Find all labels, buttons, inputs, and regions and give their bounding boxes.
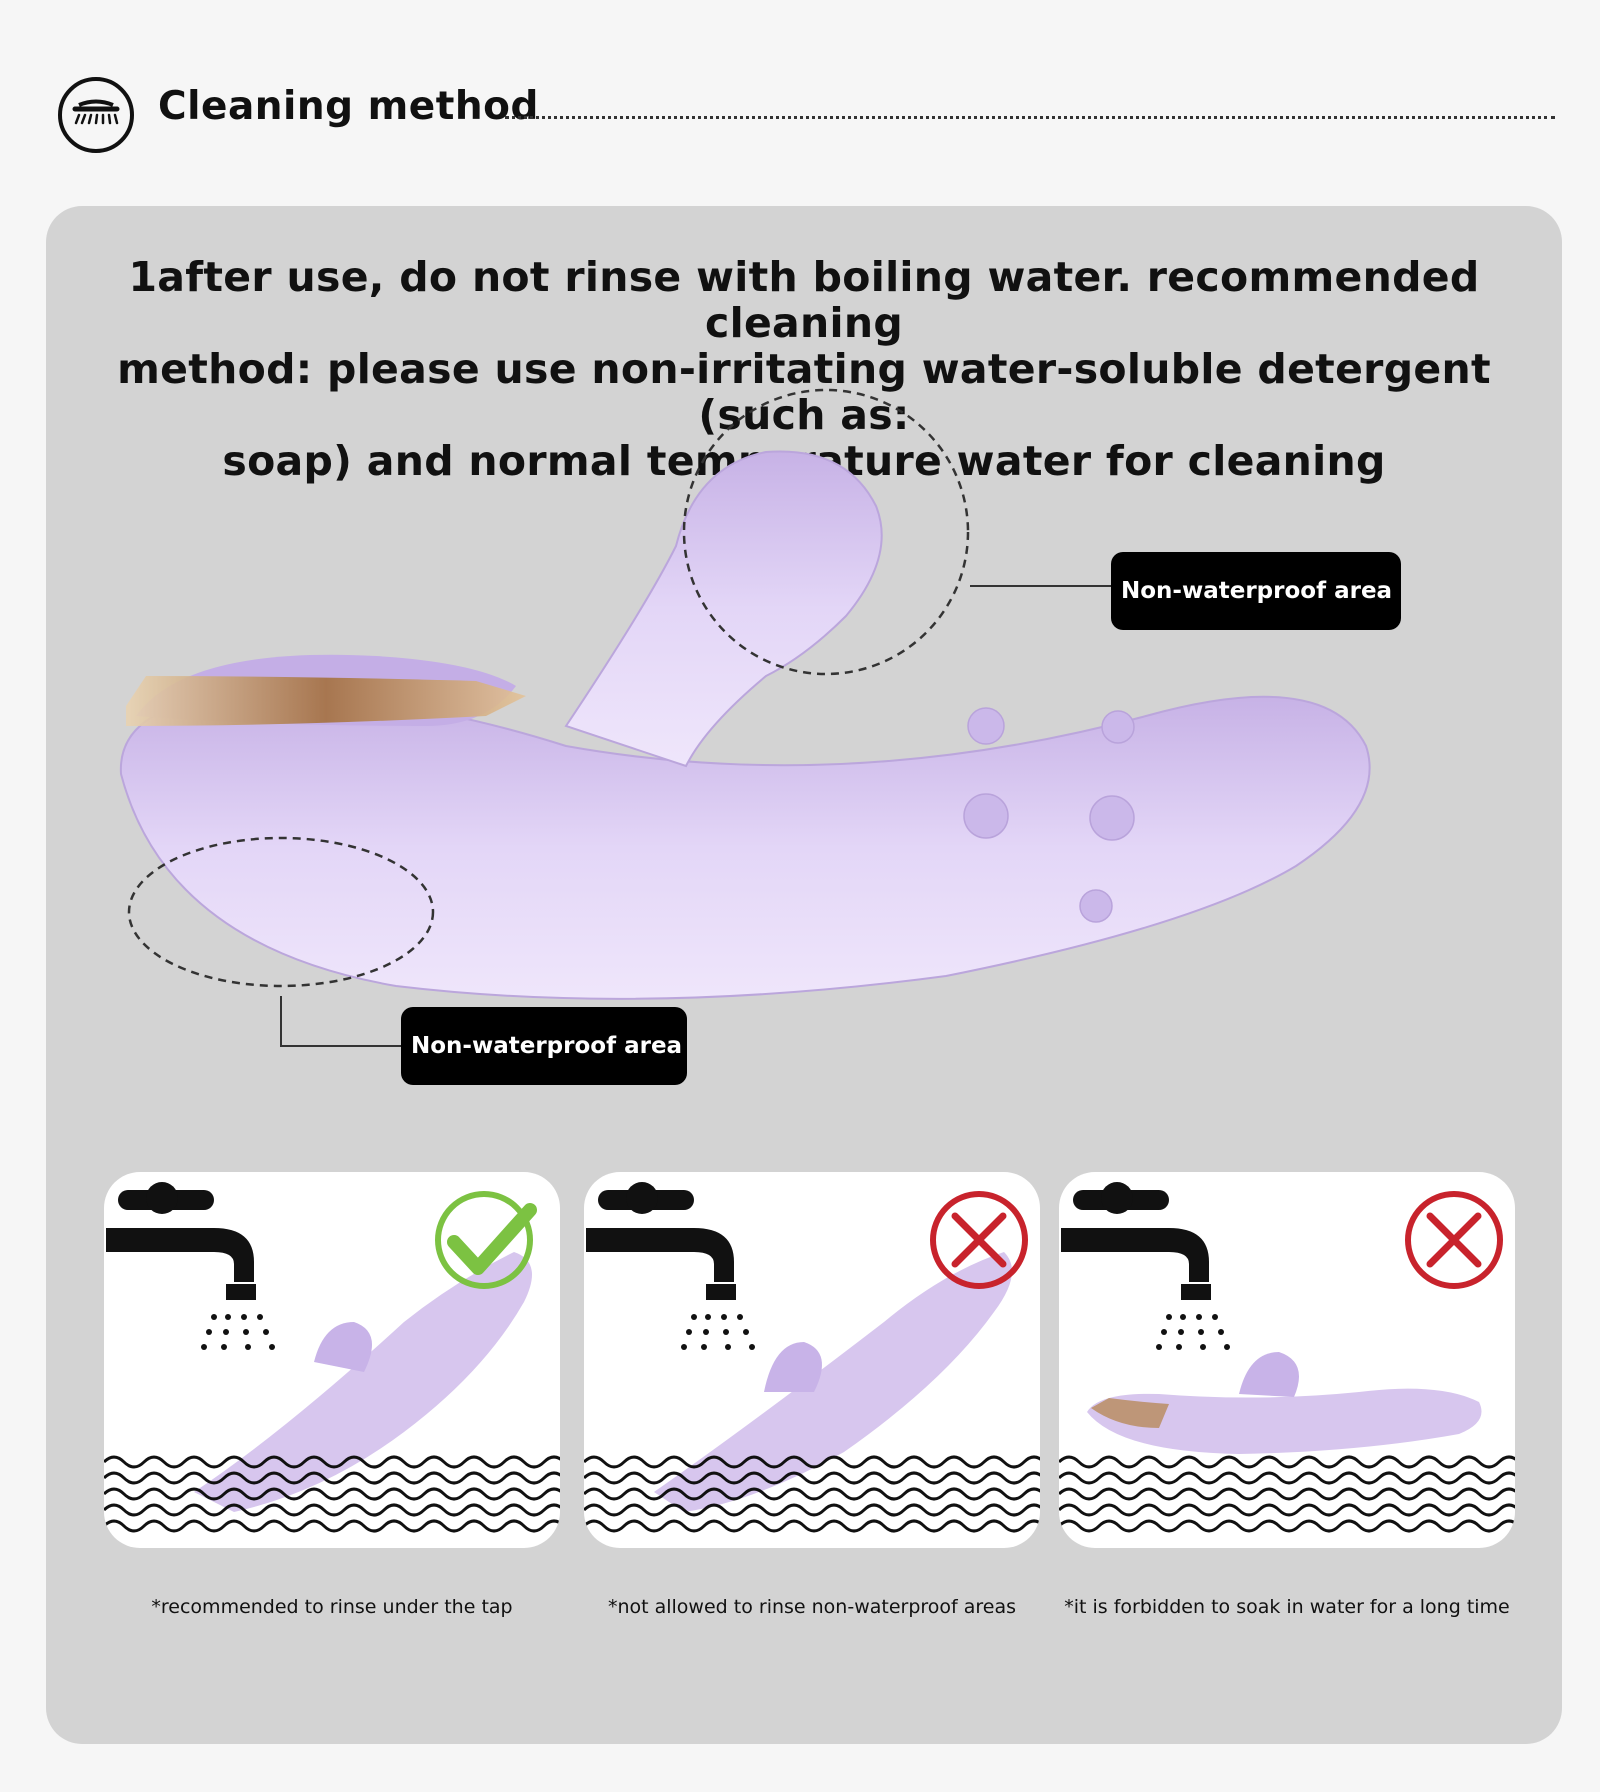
- faucet-icon: [586, 1182, 755, 1350]
- gold-trim: [126, 676, 526, 726]
- page-title: Cleaning method: [158, 84, 539, 129]
- water-waves: [584, 1455, 1040, 1533]
- dotted-divider: [505, 116, 1555, 119]
- product-thumb: [1087, 1388, 1482, 1454]
- callout-top: Non-waterproof area: [1111, 552, 1401, 630]
- faucet-icon: [106, 1182, 275, 1350]
- shower-icon: [58, 77, 134, 153]
- product-thumb: [654, 1252, 1012, 1512]
- top-waterproof-zone: [682, 388, 970, 676]
- product-illustration: [119, 388, 1371, 1047]
- bottom-waterproof-zone: [127, 836, 435, 988]
- product-shaft: [119, 695, 1371, 1000]
- faucet-icon: [1061, 1182, 1230, 1350]
- instruction-line: 1after use, do not rinse with boiling wa…: [128, 253, 1480, 347]
- card-no-soaking: [1059, 1172, 1515, 1548]
- water-waves: [1059, 1455, 1515, 1533]
- water-waves: [104, 1455, 560, 1533]
- callout-bottom: Non-waterproof area: [401, 1007, 687, 1085]
- x-icon: [1405, 1191, 1503, 1289]
- card-no-rinse-nonwaterproof: [584, 1172, 1040, 1548]
- caption-no-rinse-nonwaterproof: *not allowed to rinse non-waterproof are…: [607, 1596, 1017, 1618]
- product-thumb: [194, 1252, 532, 1512]
- caption-no-soaking: *it is forbidden to soak in water for a …: [1064, 1596, 1510, 1618]
- caption-rinse-under-tap: *recommended to rinse under the tap: [151, 1596, 513, 1618]
- check-icon: [435, 1191, 537, 1289]
- x-icon: [930, 1191, 1028, 1289]
- product-arm: [564, 450, 883, 768]
- header: Cleaning method: [0, 0, 1600, 190]
- card-rinse-under-tap: [104, 1172, 560, 1548]
- cleaning-panel: 1after use, do not rinse with boiling wa…: [46, 206, 1562, 1744]
